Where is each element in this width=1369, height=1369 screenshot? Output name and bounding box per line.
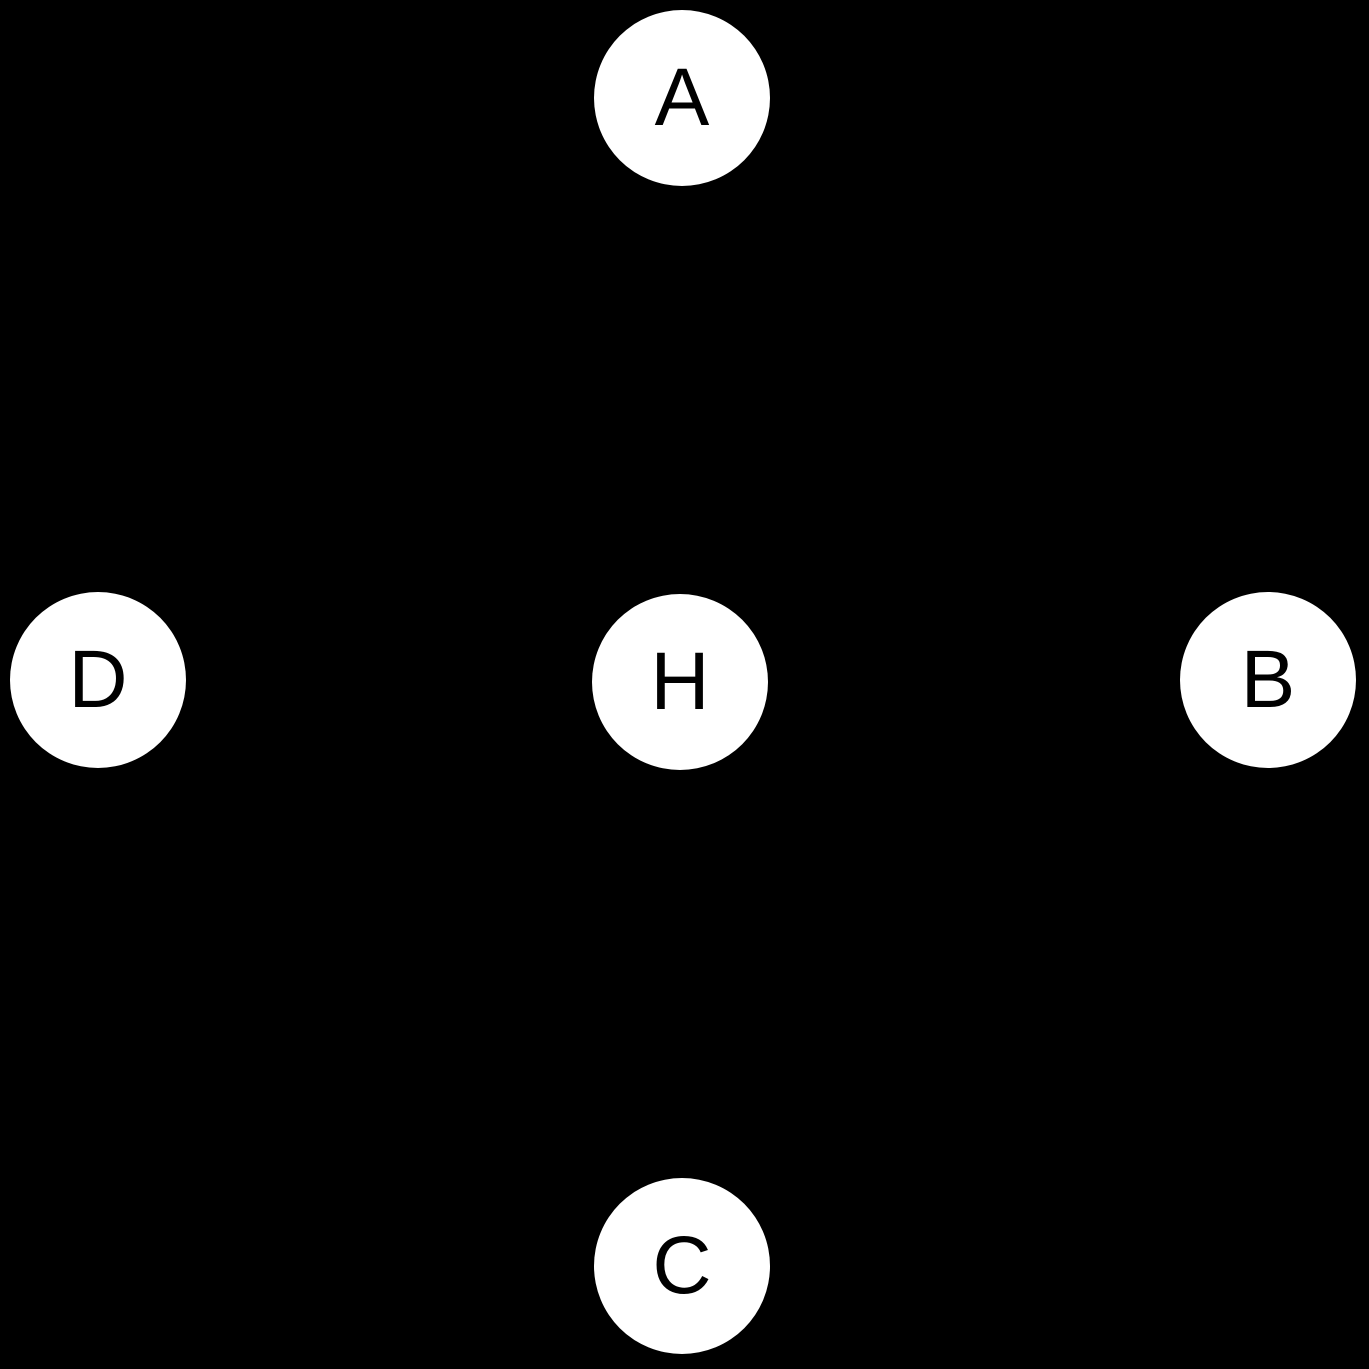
node-d-label: D <box>68 634 128 725</box>
node-c: C <box>594 1178 770 1354</box>
node-d: D <box>10 592 186 768</box>
node-a-label: A <box>654 52 710 143</box>
node-h: H <box>592 594 768 770</box>
node-b: B <box>1180 592 1356 768</box>
node-c-label: C <box>652 1220 712 1311</box>
node-b-label: B <box>1240 634 1296 725</box>
node-a: A <box>594 10 770 186</box>
node-h-label: H <box>650 636 710 727</box>
